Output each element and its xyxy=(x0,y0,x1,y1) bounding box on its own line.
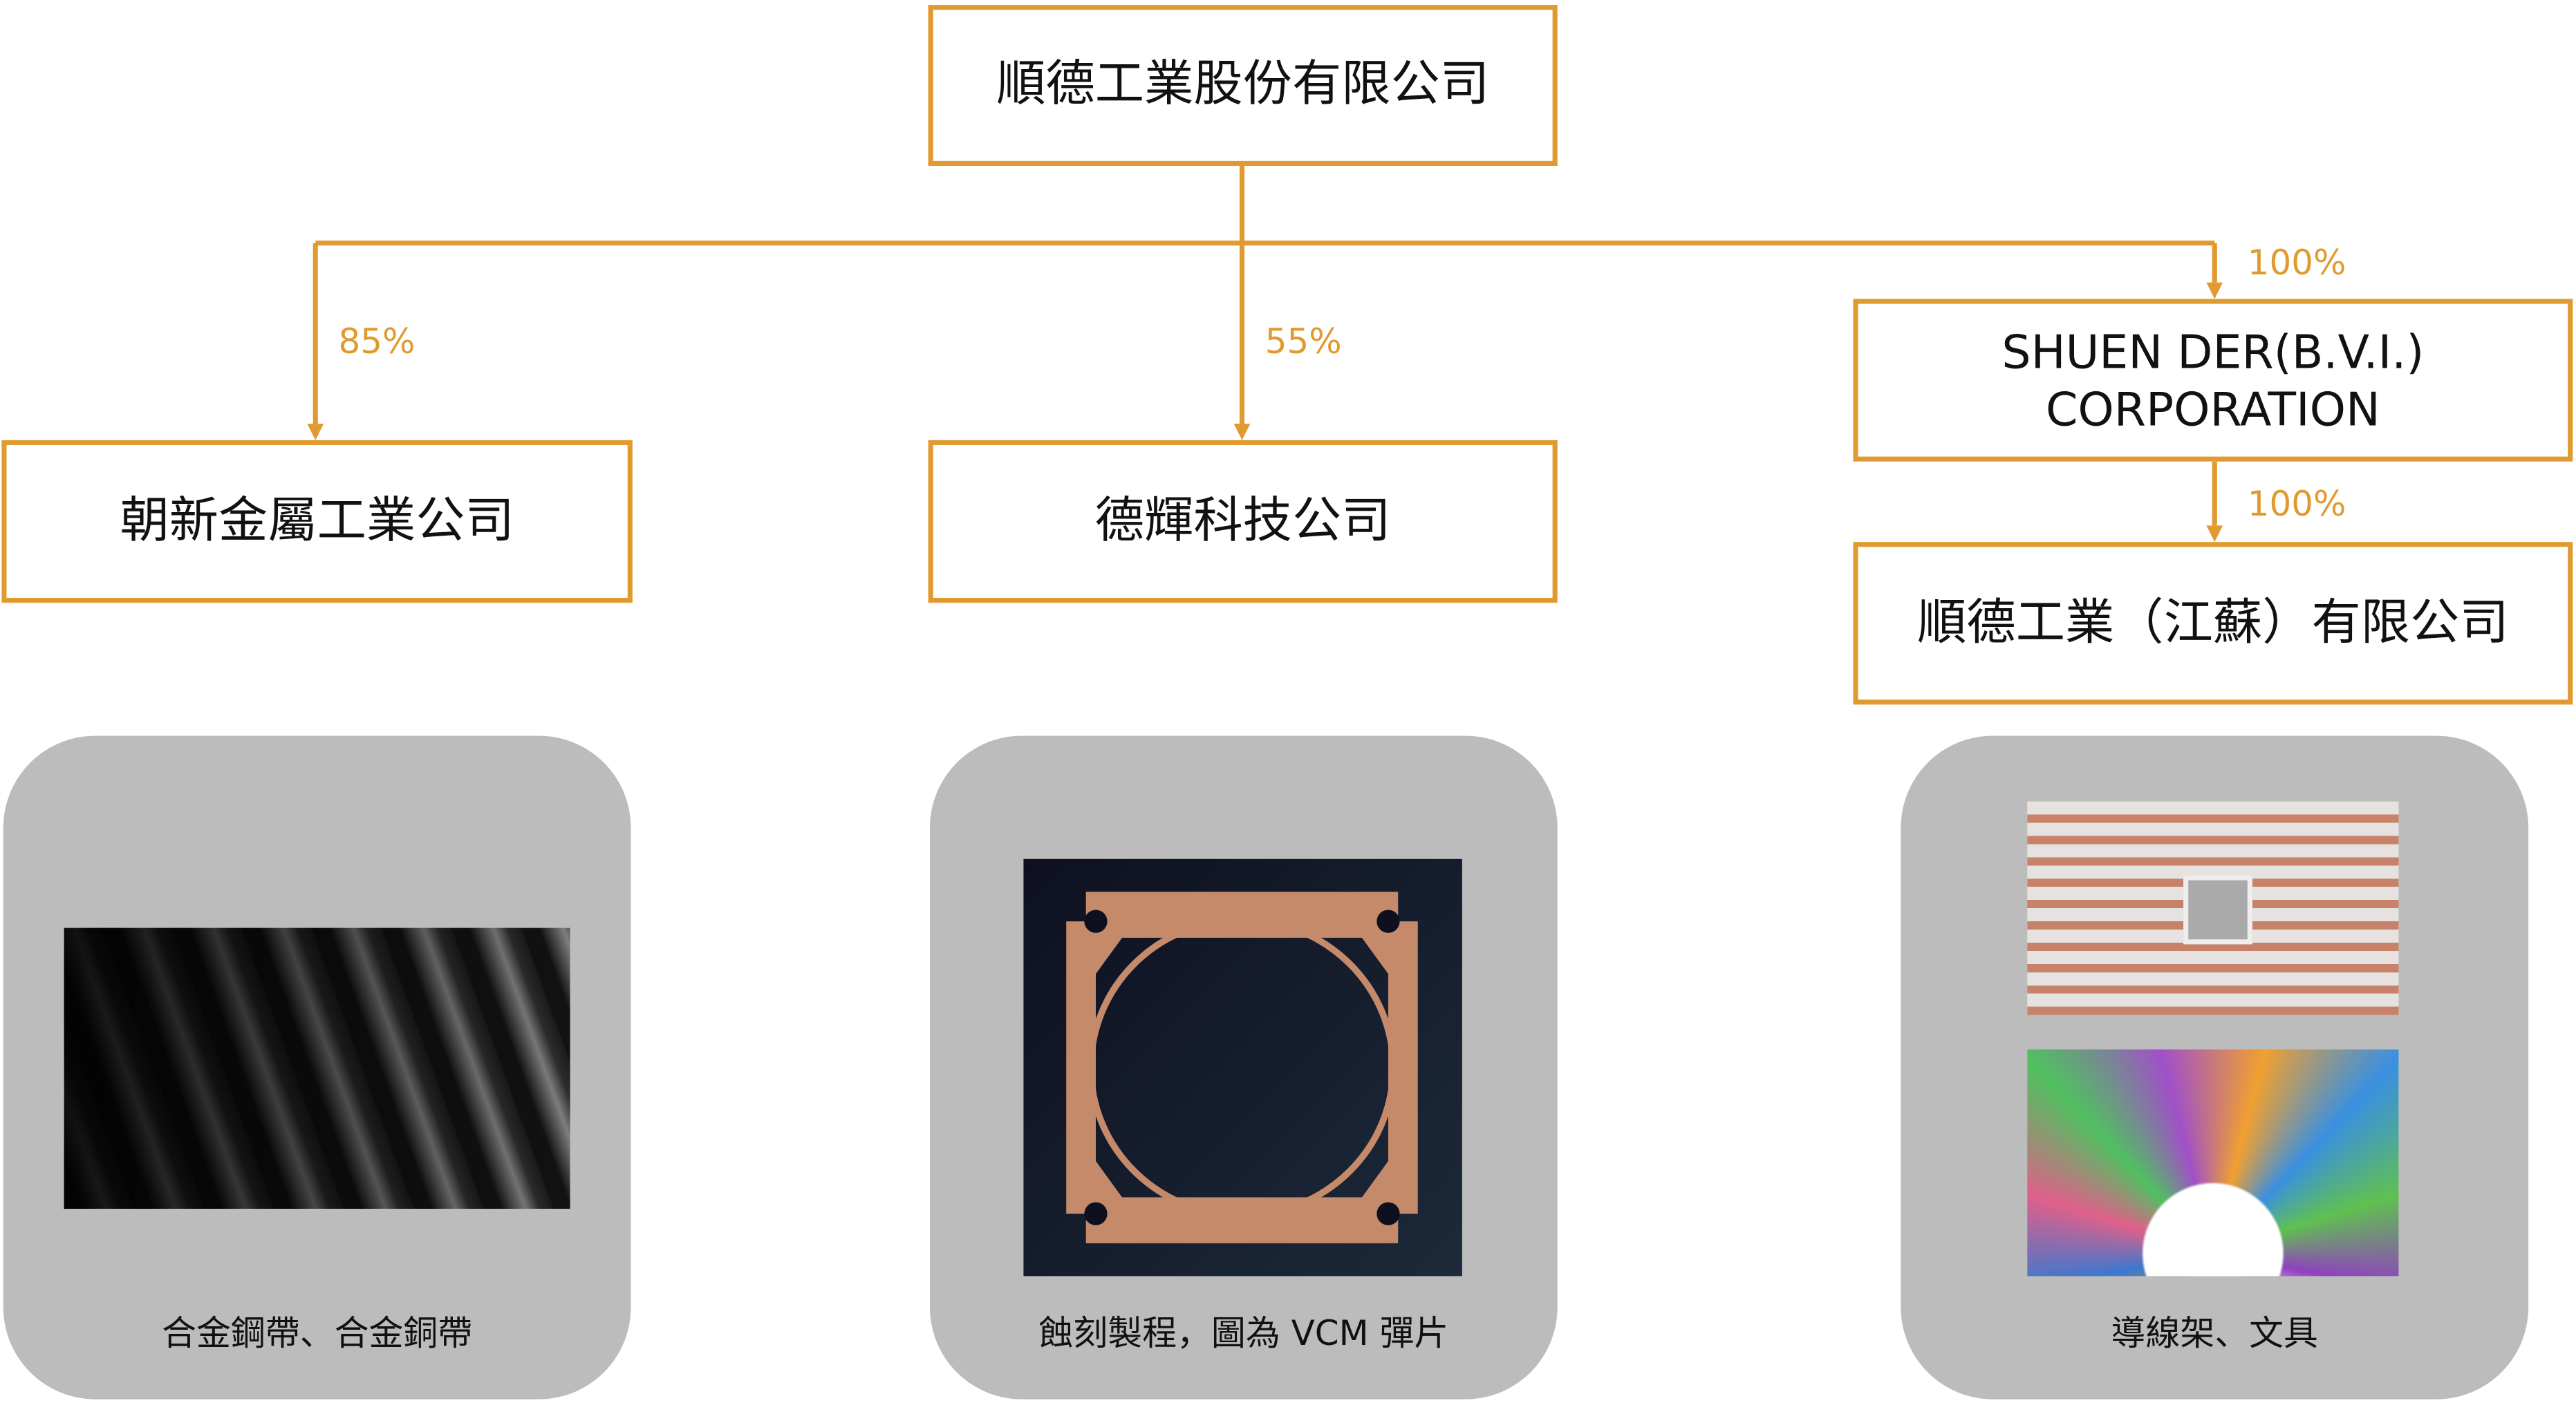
product-card: 蝕刻製程，圖為 VCM 彈片 xyxy=(929,735,1558,1400)
subsidiary-name: 順德工業（江蘇）有限公司 xyxy=(1917,594,2509,652)
arrow-icon xyxy=(307,424,324,440)
arrow-icon xyxy=(1233,424,1251,440)
subsidiary-name: SHUEN DER(B.V.I.) xyxy=(2001,324,2425,379)
product-caption: 導線架、文具 xyxy=(2111,1314,2318,1354)
product-card: 合金鋼帶、合金銅帶 xyxy=(3,735,631,1400)
subsidiary-box: 順德工業（江蘇）有限公司 xyxy=(1853,542,2573,705)
product-caption: 合金鋼帶、合金銅帶 xyxy=(162,1314,473,1354)
parent-company-box: 順德工業股份有限公司 xyxy=(928,5,1558,167)
stationery-image xyxy=(2027,1049,2399,1277)
subsidiary-box: 朝新金屬工業公司 xyxy=(1,440,633,603)
steel-strip-image xyxy=(64,928,570,1209)
ownership-label: 100% xyxy=(2247,243,2346,283)
subsidiary-box: 德輝科技公司 xyxy=(928,440,1558,603)
subsidiary-name: 朝新金屬工業公司 xyxy=(120,492,514,550)
lead-frame-image xyxy=(2027,801,2399,1015)
arrow-icon xyxy=(2206,525,2223,543)
parent-company-name: 順德工業股份有限公司 xyxy=(996,56,1490,114)
vcm-spring-image xyxy=(1023,858,1462,1277)
arrow-icon xyxy=(2206,282,2223,299)
subsidiary-box: SHUEN DER(B.V.I.) CORPORATION xyxy=(1853,299,2573,462)
ownership-label: 100% xyxy=(2247,484,2346,525)
subsidiary-name: CORPORATION xyxy=(2045,382,2380,436)
ownership-label: 55% xyxy=(1264,321,1342,361)
product-caption: 蝕刻製程，圖為 VCM 彈片 xyxy=(1038,1314,1449,1354)
subsidiary-name: 德輝科技公司 xyxy=(1094,492,1391,550)
product-card: 導線架、文具 xyxy=(1901,735,2529,1400)
ownership-label: 85% xyxy=(338,321,416,361)
